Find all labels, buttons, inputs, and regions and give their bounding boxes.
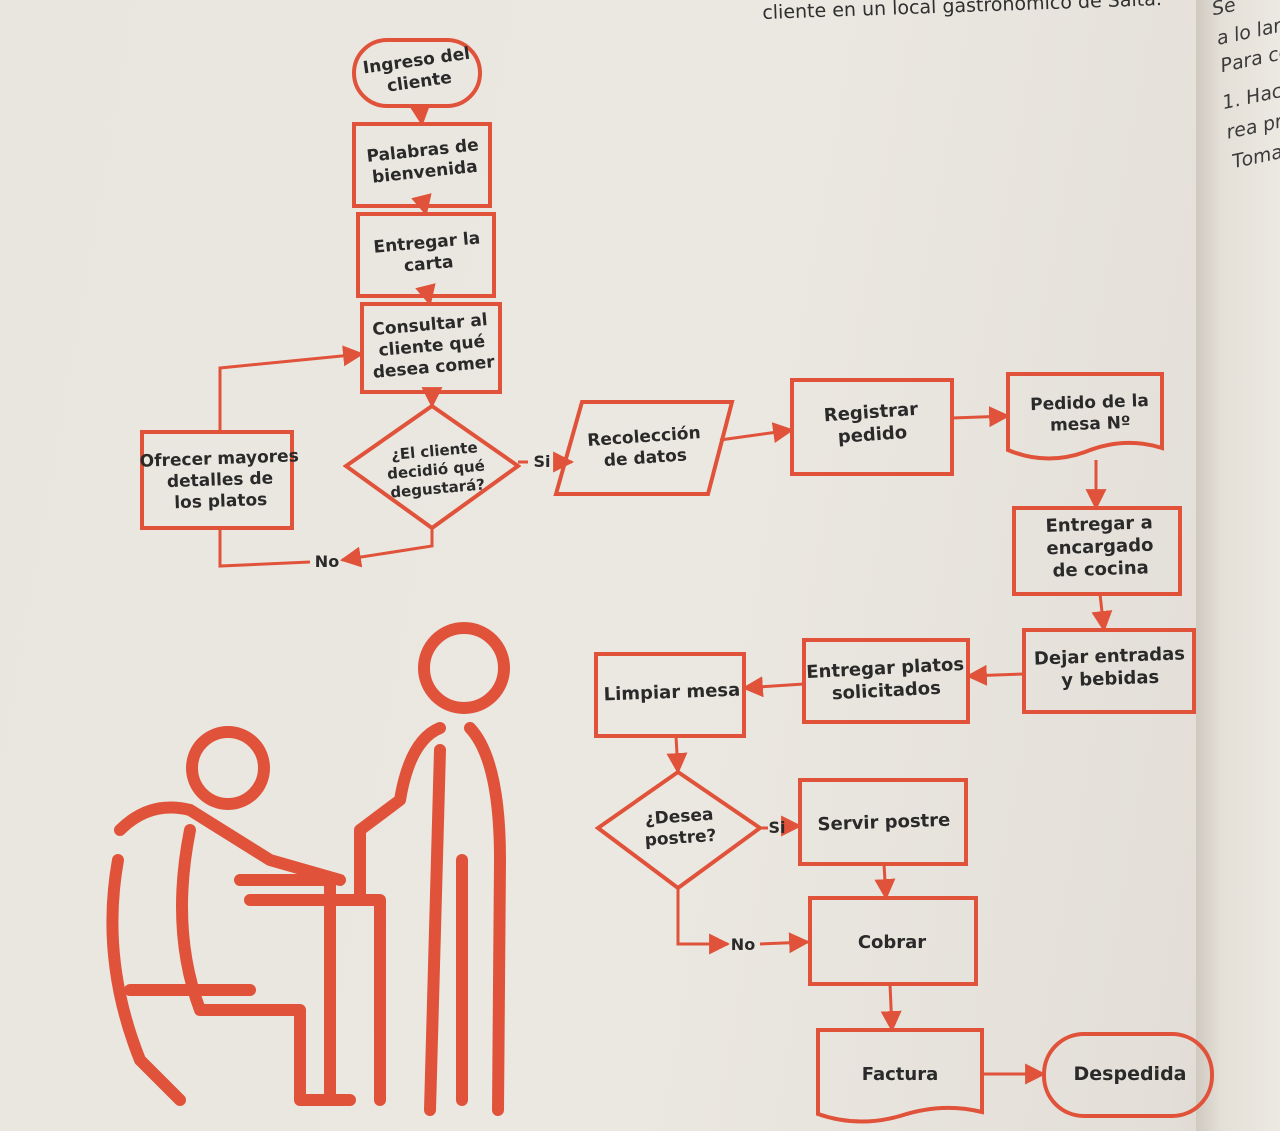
factura-node (816, 1028, 984, 1124)
entregar-carta-label: Entregar lacarta (373, 228, 483, 278)
recoleccion-label: Recolecciónde datos (587, 423, 703, 472)
label-line: ¿Desea (644, 805, 714, 830)
label-line: postre? (644, 826, 717, 851)
desea-postre-label: ¿Deseapostre? (643, 805, 718, 851)
label-line: Factura (862, 1064, 939, 1085)
label-line: Entregar la (373, 228, 481, 257)
cobrar-label: Cobrar (858, 932, 926, 953)
dejar-entradas-label: Dejar entradasy bebidas (1034, 643, 1186, 692)
ofrecer-node (140, 430, 294, 530)
despedida-label: Despedida (1074, 1063, 1187, 1085)
label-line: Entregar platos (806, 654, 965, 683)
si-label: Si (768, 818, 785, 837)
label-line: los platos (174, 490, 268, 513)
decidio-label: ¿El clientedecidió quédegustará? (385, 438, 487, 502)
label-line: de cocina (1052, 557, 1149, 581)
label-line: de datos (603, 445, 687, 471)
label-line: detalles de (167, 468, 274, 492)
label-line: Despedida (1074, 1063, 1187, 1085)
limpiar-label: Limpiar mesa (603, 680, 740, 706)
label-line: Entregar a (1045, 512, 1153, 537)
label-line: Dejar entradas (1034, 643, 1186, 669)
pedido-mesa-label: Pedido de lamesa Nº (1030, 391, 1150, 436)
ingreso-label: Ingreso delcliente (362, 44, 474, 100)
palabras-label: Palabras debienvenida (366, 135, 482, 188)
label-line: solicitados (831, 678, 941, 705)
label-line: carta (403, 252, 454, 276)
label-line: Pedido de la (1030, 391, 1149, 415)
consultar-label: Consultar alcliente quédesea comer (368, 310, 496, 383)
pedido-mesa-node (1006, 372, 1164, 461)
label-line: Cobrar (858, 932, 926, 953)
label-line: encargado (1046, 535, 1154, 560)
servir-postre-label: Servir postre (817, 810, 950, 836)
no-label: No (315, 552, 339, 571)
label-line: Limpiar mesa (603, 680, 740, 706)
seated-person-illustration (106, 726, 386, 1106)
label-line: y bebidas (1061, 667, 1160, 691)
label-line: mesa Nº (1050, 413, 1131, 436)
ofrecer-label: Ofrecer mayoresdetalles delos platos (139, 446, 300, 514)
si-label: Si (533, 452, 550, 471)
no-label: No (731, 935, 755, 954)
entregar-platos-label: Entregar platossolicitados (806, 654, 966, 706)
standing-person-illustration (354, 622, 510, 1116)
entregar-encargado-label: Entregar aencargadode cocina (1045, 512, 1154, 582)
label-line: Servir postre (817, 810, 950, 836)
label-line: pedido (837, 422, 908, 448)
label-line: Ofrecer mayores (139, 446, 299, 472)
factura-label: Factura (862, 1064, 939, 1085)
page-fold (1196, 0, 1280, 1131)
registrar-label: Registrarpedido (823, 399, 920, 449)
